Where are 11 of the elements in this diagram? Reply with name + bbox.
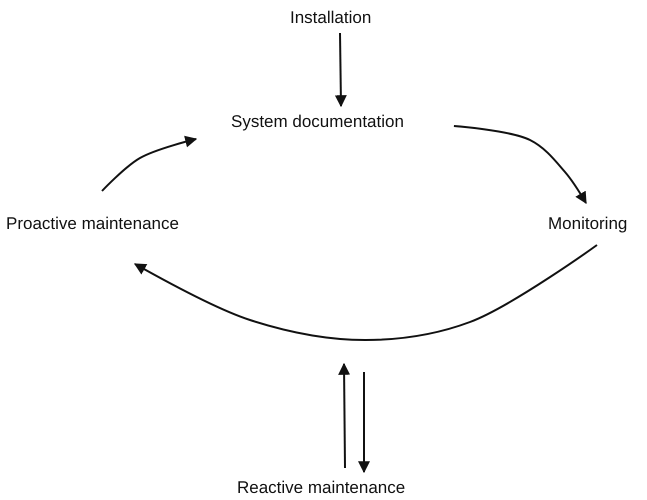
node-label: System documentation	[231, 112, 404, 132]
arrow	[101, 136, 198, 192]
arrow	[338, 362, 350, 468]
arrow	[334, 32, 347, 108]
arrow	[358, 372, 370, 474]
arrow	[454, 125, 587, 204]
node-label: Reactive maintenance	[237, 478, 406, 498]
node-label: Proactive maintenance	[6, 214, 179, 234]
node-label: Installation	[290, 8, 372, 28]
arrow	[134, 244, 598, 341]
node-label: Monitoring	[548, 214, 628, 234]
